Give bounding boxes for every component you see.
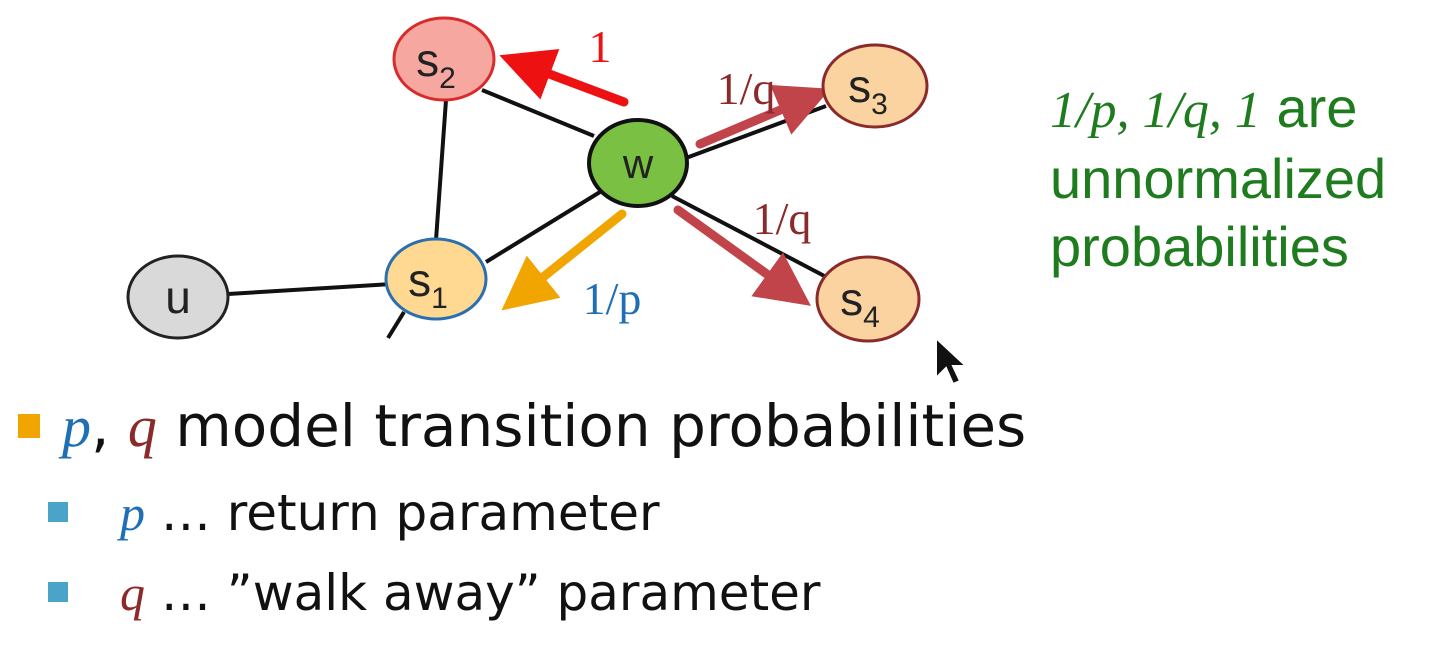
node-u-label: u (165, 271, 191, 323)
edge-s1-s2 (434, 99, 448, 241)
node-s4: s4 (815, 255, 921, 343)
edge-s2-w (481, 88, 595, 138)
svg-text:s3: s3 (848, 60, 888, 121)
node-s2-subscript: 2 (439, 62, 456, 95)
side-note-line3: probabilities (1050, 215, 1349, 278)
mouse-cursor-icon (935, 335, 969, 386)
transition-arrows (499, 48, 831, 311)
bullet-marker-blue (48, 582, 68, 602)
side-note-line2: unnormalized (1050, 147, 1387, 210)
edge-s1-w (484, 190, 602, 264)
arrow-to-s3 (695, 84, 831, 149)
node-s4-label: s (840, 273, 863, 325)
side-note-math: 1/p, 1/q, 1 (1050, 82, 1261, 139)
node-s2-label: s (416, 34, 439, 86)
side-note-line1-rest: are (1260, 76, 1358, 139)
arrow-to-s1 (501, 209, 627, 311)
var-p: p (62, 394, 91, 459)
bullet-main-text: model transition probabilities (156, 392, 1027, 460)
bullet-p-var: p (120, 485, 145, 541)
bullet-q: q … ”walk away” parameter (48, 558, 821, 628)
node-s1-label: s (408, 254, 431, 306)
node-s4-subscript: 4 (863, 301, 880, 334)
label-to-s2: 1 (589, 21, 612, 72)
side-note-line1: 1/p, 1/q, 1 are (1050, 74, 1430, 145)
arrow-to-s4 (673, 205, 811, 306)
label-to-s1: 1/p (583, 273, 642, 324)
node-w: w (587, 118, 689, 208)
bullet-main: p, q model transition probabilities (18, 386, 1027, 467)
svg-text:s1: s1 (408, 254, 448, 315)
bullet-q-text: … ”walk away” parameter (145, 564, 821, 622)
svg-text:s2: s2 (416, 34, 456, 95)
bullet-p-text: … return parameter (145, 484, 660, 542)
svg-text:w: w (622, 140, 654, 187)
node-s3-subscript: 3 (871, 88, 888, 121)
node-s3-label: s (848, 60, 871, 112)
label-to-s3: 1/q (717, 63, 776, 114)
node-s3: s3 (821, 43, 929, 129)
bullet-marker-orange (18, 414, 40, 438)
bullet-p: p … return parameter (48, 478, 660, 548)
svg-text:s4: s4 (840, 273, 880, 334)
bullet-q-var: q (120, 565, 145, 621)
svg-text:u: u (165, 271, 191, 323)
edge-s1-down (386, 310, 406, 340)
node-s1-subscript: 1 (431, 282, 448, 315)
node-s2: s2 (392, 16, 496, 102)
label-to-s4: 1/q (753, 193, 812, 244)
bullet-marker-blue (48, 502, 68, 522)
node-w-label: w (622, 140, 654, 187)
comma: , (91, 392, 110, 460)
node-u: u (126, 254, 230, 340)
edge-u-s1 (227, 282, 393, 296)
node-s1: s1 (384, 237, 488, 321)
arrow-to-s2 (499, 48, 629, 107)
var-q: q (127, 394, 157, 459)
side-note: 1/p, 1/q, 1 are unnormalized probabiliti… (1050, 74, 1430, 281)
